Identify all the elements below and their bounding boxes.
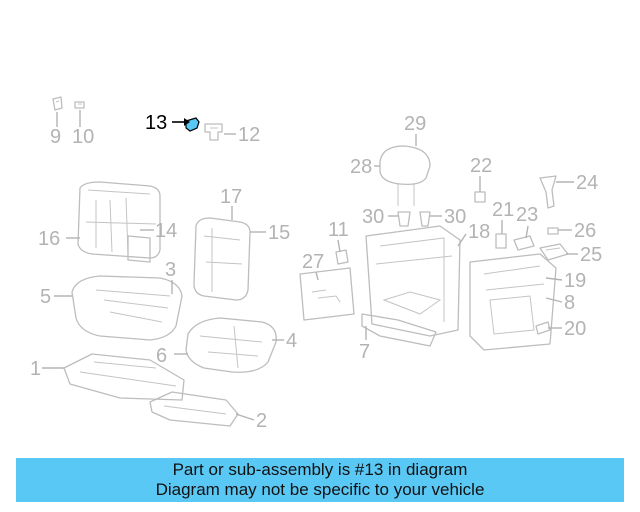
callout-6: 6 — [156, 345, 167, 367]
callout-7: 7 — [359, 341, 370, 363]
callout-29: 29 — [404, 113, 426, 135]
callout-16: 16 — [38, 228, 60, 250]
part-26-drawing — [547, 227, 559, 235]
part-30-drawing — [397, 211, 431, 227]
info-banner: Part or sub-assembly is #13 in diagram D… — [16, 458, 624, 502]
callout-2: 2 — [256, 410, 267, 432]
callout-11: 11 — [328, 219, 349, 241]
callout-19: 19 — [564, 270, 586, 292]
callout-4: 4 — [286, 330, 297, 352]
callout-8: 8 — [564, 292, 575, 314]
callout-labels: 9 10 13 12 16 14 17 15 3 5 6 4 1 2 11 27… — [30, 112, 602, 432]
part-seat-cushion-drawing — [71, 275, 183, 341]
part-12-drawing — [204, 123, 223, 141]
callout-25: 25 — [580, 244, 602, 266]
callout-1: 1 — [30, 358, 41, 380]
part-20-drawing — [535, 321, 551, 335]
callout-22: 22 — [470, 155, 492, 177]
part-seat-back-frame-drawing — [361, 225, 461, 347]
callout-23: 23 — [516, 204, 538, 226]
part-21-drawing — [495, 233, 507, 249]
part-cushion-pad-drawing — [185, 317, 277, 373]
callout-21: 21 — [492, 199, 514, 221]
callout-28: 28 — [350, 156, 372, 178]
callout-9: 9 — [50, 126, 61, 148]
part-13-drawing — [185, 117, 200, 132]
part-seat-back-left-drawing — [77, 181, 161, 263]
callout-5: 5 — [40, 286, 51, 308]
callout-17: 17 — [220, 186, 242, 208]
leader-lines — [42, 110, 578, 421]
part-23-drawing — [513, 235, 535, 251]
callout-18: 18 — [468, 221, 490, 243]
callout-24: 24 — [576, 172, 598, 194]
callout-26: 26 — [574, 220, 596, 242]
part-11-drawing — [335, 249, 349, 265]
callout-3: 3 — [165, 259, 176, 281]
banner-line-1: Part or sub-assembly is #13 in diagram — [172, 460, 468, 479]
part-22-drawing — [474, 191, 486, 203]
part-seat-back-panel-drawing — [193, 217, 251, 301]
callout-30-right: 30 — [444, 206, 466, 228]
part-27-drawing — [299, 267, 355, 321]
callout-10: 10 — [72, 126, 94, 148]
part-10-drawing — [74, 101, 85, 109]
part-seat-back-frame-right-drawing — [469, 253, 557, 351]
banner-line-2: Diagram may not be specific to your vehi… — [155, 480, 485, 499]
callout-13: 13 — [145, 112, 167, 134]
callout-20: 20 — [564, 318, 586, 340]
callout-27: 27 — [302, 251, 324, 273]
part-seat-frame-drawing — [63, 353, 185, 401]
callout-14: 14 — [155, 220, 177, 242]
part-24-drawing — [539, 175, 557, 209]
part-9-drawing — [52, 96, 63, 111]
callout-15: 15 — [268, 222, 290, 244]
part-headrest-drawing — [379, 145, 431, 206]
part-frame-rail-drawing — [149, 391, 239, 427]
callout-12: 12 — [238, 124, 260, 146]
callout-30-left: 30 — [362, 206, 384, 228]
